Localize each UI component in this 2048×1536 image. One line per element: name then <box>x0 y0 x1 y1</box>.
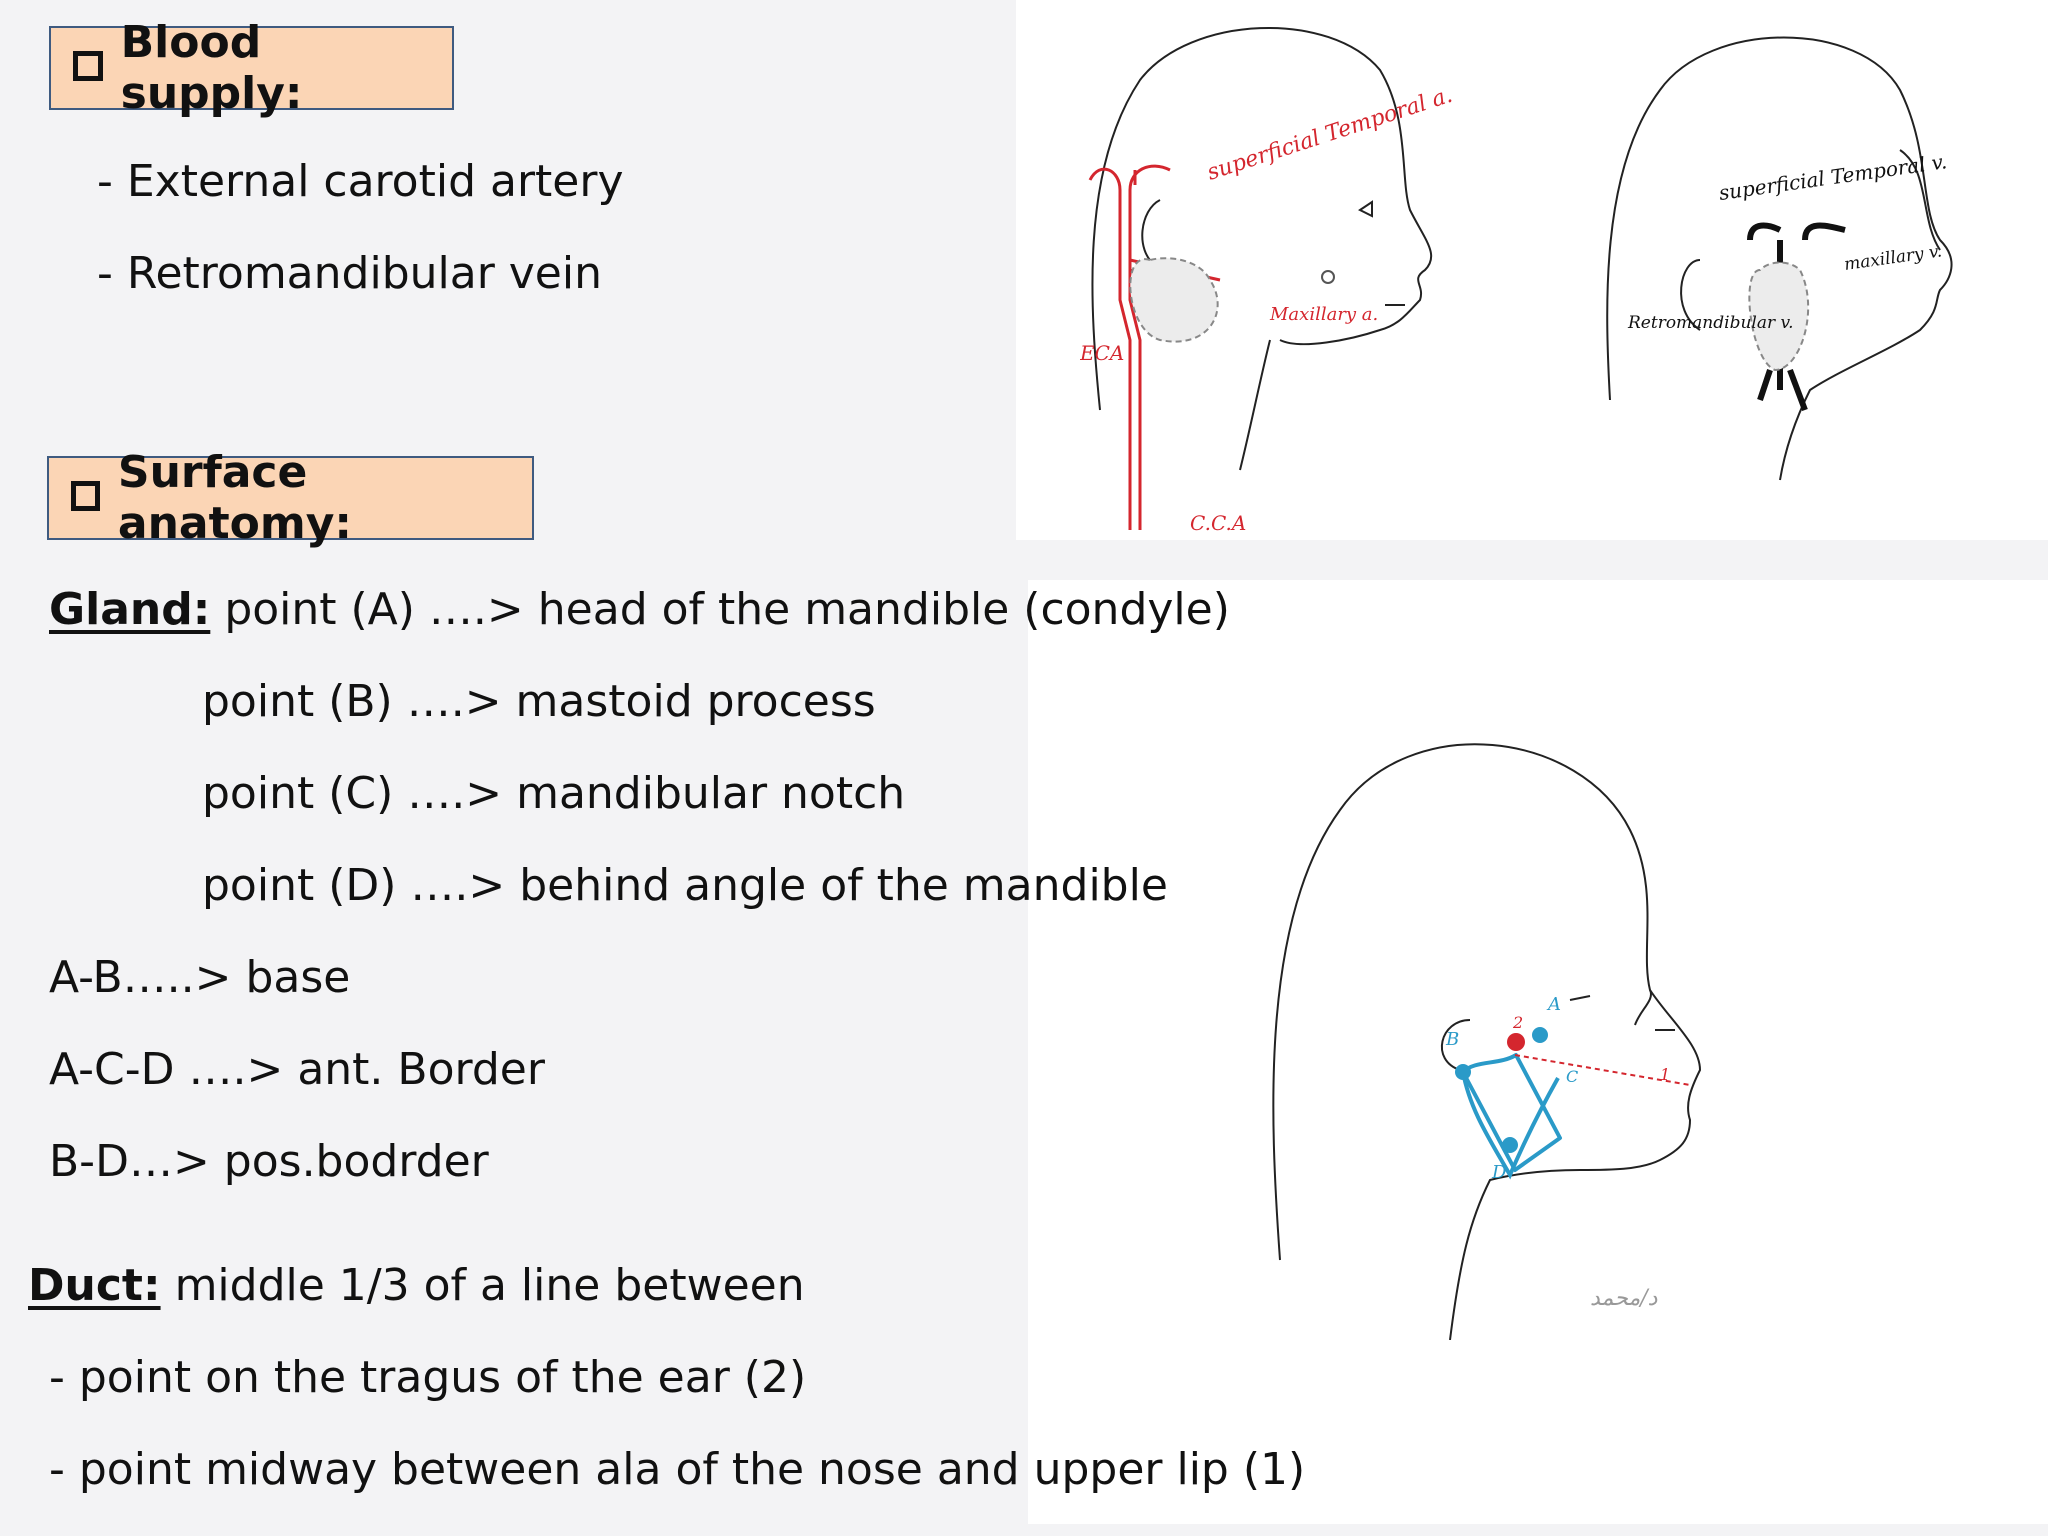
eca-label: ECA <box>1080 341 1124 365</box>
point-c-label: C <box>1566 1067 1578 1086</box>
checkbox-icon <box>71 481 100 511</box>
border-posterior: B-D…> pos.bodrder <box>49 1136 489 1187</box>
surface-anatomy-heading-text: Surface anatomy: <box>117 447 352 549</box>
blood-supply-heading-text: Blood supply: <box>120 17 303 119</box>
retro-vein-label: Retromandibular v. <box>1627 313 1794 333</box>
surface-anatomy-figure: A B C D 2 1 د/محمد <box>1272 743 1702 1340</box>
artery-head-figure: superficial Temporal a. Maxillary a. ECA… <box>1080 27 1456 535</box>
duct-point-nose-lip: - point midway between ala of the nose a… <box>49 1444 1306 1495</box>
point-a-label: A <box>1546 994 1561 1015</box>
blood-supply-heading: Blood supply: <box>49 17 454 119</box>
point-1-label: 1 <box>1660 1065 1670 1084</box>
border-anterior: A-C-D ….> ant. Border <box>49 1044 545 1095</box>
duct-point-tragus: - point on the tragus of the ear (2) <box>49 1352 807 1403</box>
point-d-label: D <box>1491 1162 1507 1183</box>
gland-point-d: point (D) ….> behind angle of the mandib… <box>202 860 1168 911</box>
gland-point-c: point (C) ….> mandibular notch <box>202 768 906 819</box>
maxillary-vein-label: maxillary v. <box>1843 241 1943 275</box>
cca-label: C.C.A <box>1190 511 1246 535</box>
gland-point-b: point (B) ….> mastoid process <box>202 676 876 727</box>
sta-label: superficial Temporal a. <box>1204 83 1455 186</box>
stv-label: superficial Temporal v. <box>1717 149 1948 205</box>
maxillary-artery-label: Maxillary a. <box>1269 304 1378 325</box>
checkbox-icon <box>73 51 103 81</box>
duct-label: Duct: <box>28 1260 161 1311</box>
point-2-label: 2 <box>1512 1013 1523 1032</box>
point-b-label: B <box>1445 1029 1459 1050</box>
duct-text: middle 1/3 of a line between <box>174 1260 805 1311</box>
artist-signature: د/محمد <box>1590 1286 1658 1311</box>
gland-line: Gland: point (A) ….> head of the mandibl… <box>49 588 1230 632</box>
blood-supply-item-vein: - Retromandibular vein <box>97 248 602 299</box>
border-base: A-B…..> base <box>49 952 351 1003</box>
duct-line: Duct: middle 1/3 of a line between <box>28 1264 805 1308</box>
gland-point-a: point (A) ….> head of the mandible (cond… <box>224 584 1230 635</box>
blood-supply-item-artery: - External carotid artery <box>97 156 624 207</box>
vein-head-figure: superficial Temporal v. maxillary v. Ret… <box>1606 36 1953 481</box>
surface-anatomy-heading: Surface anatomy: <box>47 447 534 549</box>
figure-panel-bottom <box>1028 580 2048 1524</box>
gland-label: Gland: <box>49 584 211 635</box>
